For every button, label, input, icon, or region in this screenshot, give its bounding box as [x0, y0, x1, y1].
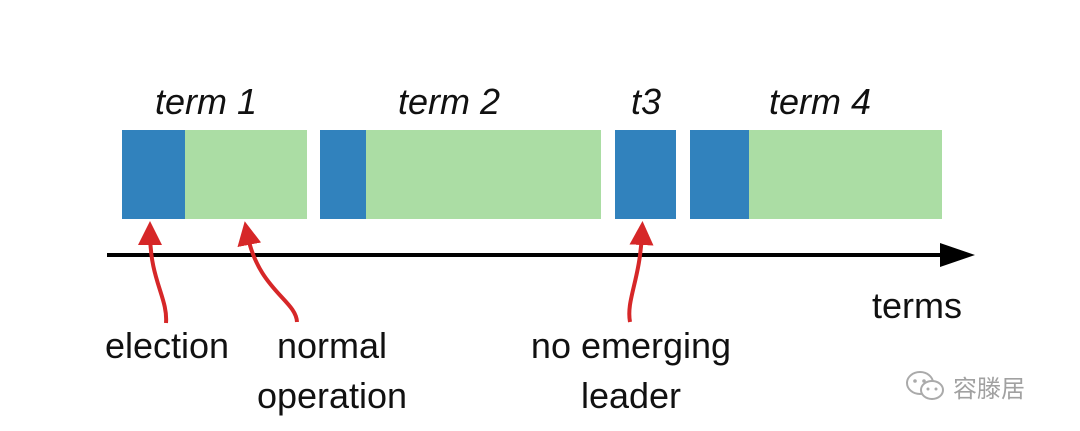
term-4-normal-block [749, 130, 942, 219]
timeline-arrowhead [940, 243, 975, 267]
no-leader-annotation-line-2: leader [581, 375, 681, 416]
election-annotation: election [105, 325, 229, 366]
term-4-label: term 4 [769, 81, 871, 122]
normal-annotation-line-2: operation [257, 375, 407, 416]
no-leader-annotation-line-1: no emerging [531, 325, 731, 366]
term-2-normal-block [366, 130, 601, 219]
axis-label: terms [872, 285, 962, 326]
term-1-normal-block [185, 130, 307, 219]
no-leader-arrow [627, 221, 654, 323]
term-1-label: term 1 [155, 81, 257, 122]
watermark-text: 容滕居 [953, 374, 1025, 403]
watermark: 容滕居 [905, 366, 1025, 406]
term-2-election-block [320, 130, 366, 219]
term-1-election-block [122, 130, 185, 219]
term-4-election-block [690, 130, 749, 219]
wechat-icon [906, 371, 944, 400]
term-2-label: term 2 [398, 81, 500, 122]
normal-annotation-line-1: normal [277, 325, 387, 366]
normal-arrow [237, 221, 299, 323]
election-arrow [138, 221, 169, 324]
term-3-label: t3 [631, 81, 661, 122]
term-3-election-block [615, 130, 676, 219]
